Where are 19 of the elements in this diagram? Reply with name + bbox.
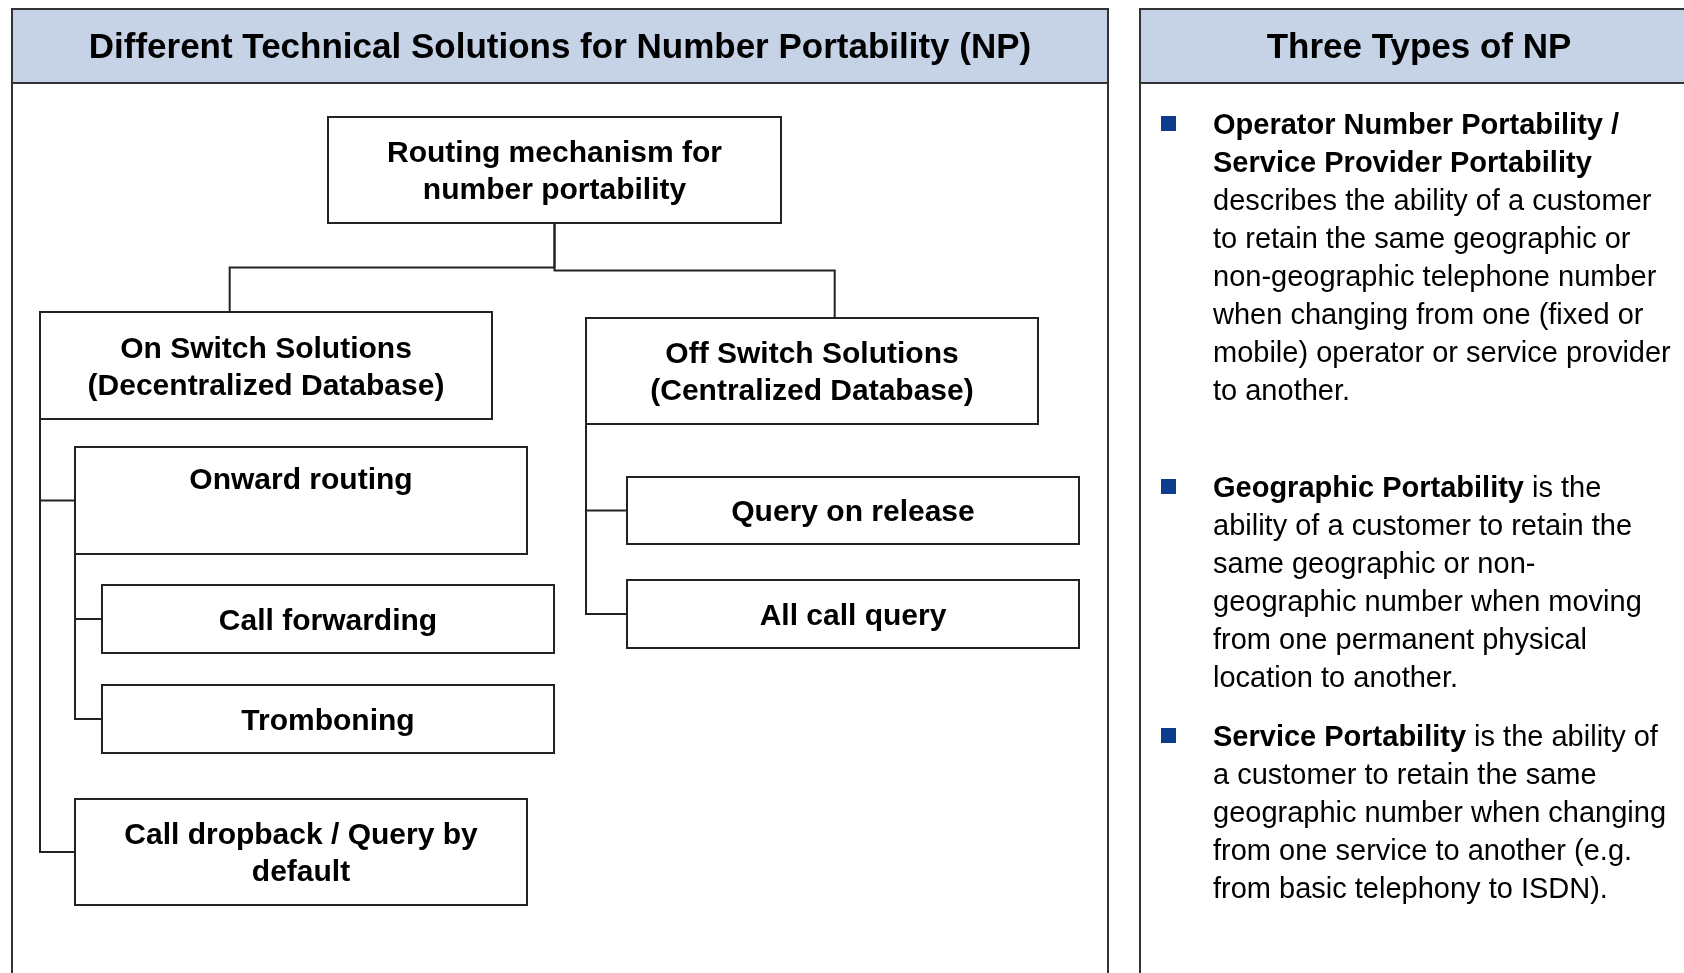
process-box: Query on release (626, 476, 1080, 545)
process-box: On Switch Solutions (Decentralized Database) (39, 311, 493, 420)
process-box: Off Switch Solutions (Centralized Database) (585, 317, 1039, 425)
connector-line (74, 554, 102, 720)
bullet-text: Operator Number Portability / Service Provider Portability describes the ability of a customer to retain the same geographic or non-geographic telephone number when changing from one (fixed or mobile) operator or service provider to another. (1213, 107, 1672, 408)
process-box: Onward routing (74, 446, 528, 555)
bullet-text: Geographic Portability is the ability of a customer to retain the same geographic or non-geographic number when moving from one permanent physical location to another. (1213, 470, 1643, 695)
connector-line (553, 223, 836, 318)
panel-header: Different Technical Solutions for Number Portability (NP) (13, 10, 1107, 84)
bullet-text: Service Portability is the ability of a customer to retain the same geographic number when changing from one service to another (e.g. from basic telephony to ISDN). (1213, 719, 1668, 906)
process-box: Call forwarding (101, 584, 555, 654)
panel-header: Three Types of NP (1141, 10, 1684, 84)
process-box: Call dropback / Query by default (74, 798, 528, 906)
process-box: All call query (626, 579, 1080, 649)
panel (1139, 8, 1684, 973)
connector-line (585, 424, 627, 615)
panel (11, 8, 1109, 973)
process-box: Tromboning (101, 684, 555, 754)
process-box: Routing mechanism for number portability (327, 116, 782, 224)
